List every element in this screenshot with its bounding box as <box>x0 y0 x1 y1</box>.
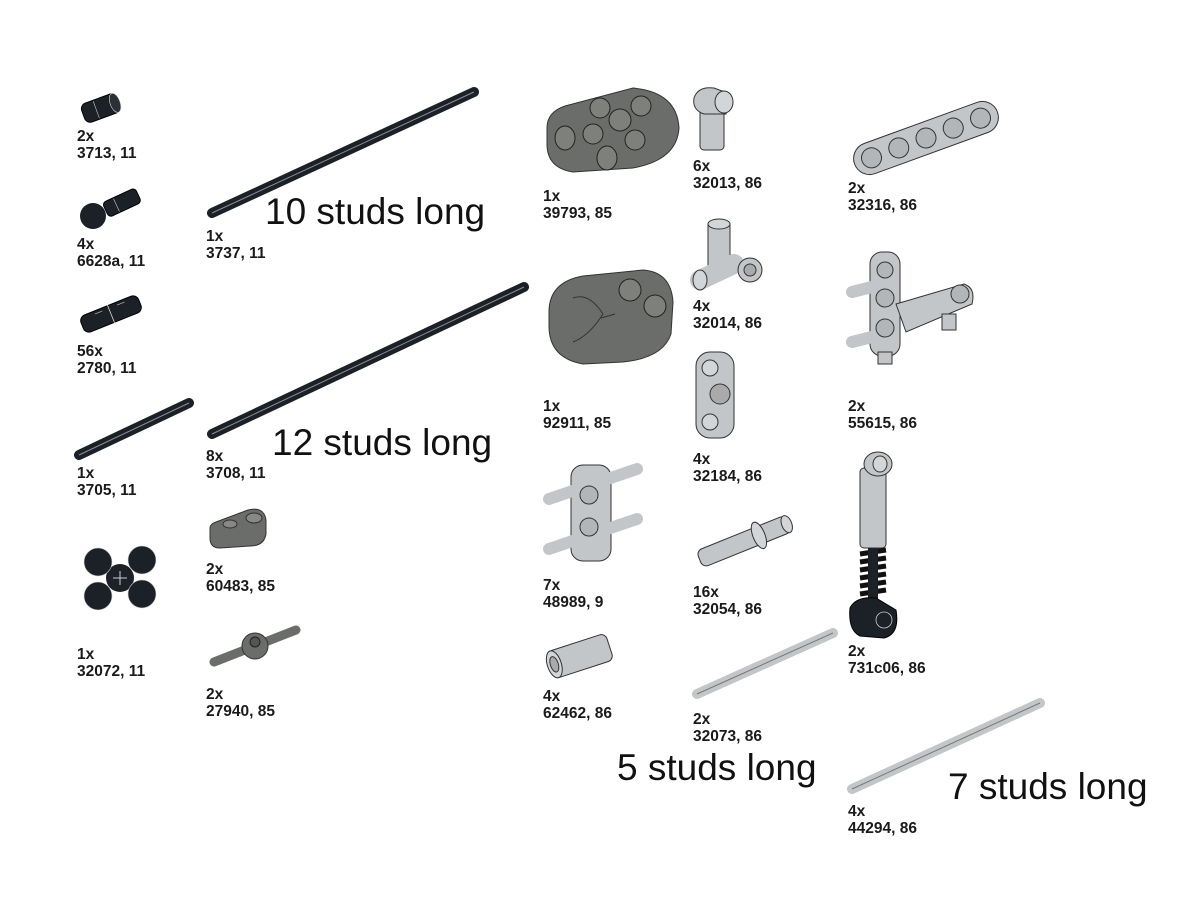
part-code: 3708, 11 <box>206 465 266 482</box>
length-callout-7: 7 studs long <box>948 766 1148 807</box>
part-qty: 2x <box>206 561 224 578</box>
part-code: 3705, 11 <box>77 482 137 499</box>
friction-pin-2780-icon <box>80 295 142 333</box>
part-code: 32184, 86 <box>693 468 762 485</box>
part-code: 32316, 86 <box>848 197 917 214</box>
beam-60483-icon <box>209 508 267 549</box>
part-qty: 2x <box>848 180 866 197</box>
part-code: 6628a, 11 <box>77 253 146 270</box>
ball-axle-27940-icon <box>209 625 301 667</box>
part-code: 32054, 86 <box>693 601 762 618</box>
part-qty: 1x <box>206 228 224 245</box>
part-qty: 4x <box>77 236 95 253</box>
part-code: 27940, 85 <box>206 703 275 720</box>
part-qty: 2x <box>206 686 224 703</box>
part-code: 62462, 86 <box>543 705 612 722</box>
part-code: 3713, 11 <box>77 145 137 162</box>
pin-3713-icon <box>80 93 122 123</box>
part-code: 32013, 86 <box>693 175 762 192</box>
part-qty: 4x <box>693 451 711 468</box>
axle-pin-32054-icon <box>697 515 793 567</box>
length-callout-10: 10 studs long <box>265 191 486 232</box>
connector-hub-32072-icon <box>83 545 157 611</box>
part-code: 32073, 86 <box>693 728 762 745</box>
part-qty: 16x <box>693 584 719 601</box>
part-qty: 4x <box>693 298 711 315</box>
axle-pin-connector-32184-icon <box>695 351 735 439</box>
connector-48989-icon <box>543 463 643 562</box>
part-code: 2780, 11 <box>77 360 137 377</box>
part-qty: 2x <box>77 128 95 145</box>
part-qty: 2x <box>693 711 711 728</box>
part-code: 44294, 86 <box>848 820 917 837</box>
part-code: 32072, 11 <box>77 663 146 680</box>
liftarm-32316-icon <box>853 100 999 176</box>
angle-connector-32014-icon <box>690 218 763 291</box>
length-callout-5: 5 studs long <box>617 747 817 788</box>
part-code: 60483, 85 <box>206 578 275 595</box>
axle-3708-icon <box>207 282 529 439</box>
axle-44294-icon <box>847 698 1045 794</box>
part-code: 32014, 86 <box>693 315 762 332</box>
part-code: 92911, 85 <box>543 415 612 432</box>
length-callout-12: 12 studs long <box>272 422 493 463</box>
part-qty: 1x <box>543 188 561 205</box>
part-qty: 56x <box>77 343 103 360</box>
ball-socket-92911-icon <box>548 269 674 365</box>
part-code: 48989, 9 <box>543 594 604 611</box>
part-code: 39793, 85 <box>543 205 612 222</box>
part-qty: 4x <box>543 688 561 705</box>
part-qty: 1x <box>77 465 95 482</box>
liftarm-55615-icon <box>846 251 974 365</box>
part-qty: 2x <box>848 398 866 415</box>
axle-32073-icon <box>692 628 838 699</box>
axle-3705-icon <box>74 398 194 460</box>
part-code: 55615, 86 <box>848 415 917 432</box>
part-qty: 6x <box>693 158 711 175</box>
axle-3737-icon <box>207 87 479 218</box>
connector-block-39793-icon <box>546 87 680 173</box>
pin-connector-62462-icon <box>545 634 613 679</box>
angle-connector-32013-icon <box>693 87 734 151</box>
part-code: 731c06, 86 <box>848 660 926 677</box>
part-qty: 7x <box>543 577 561 594</box>
part-qty: 4x <box>848 803 866 820</box>
shock-absorber-731c06-icon <box>849 451 898 639</box>
ball-pin-6628a-icon <box>80 188 141 229</box>
part-qty: 2x <box>848 643 866 660</box>
part-qty: 1x <box>77 646 95 663</box>
part-code: 3737, 11 <box>206 245 266 262</box>
part-qty: 1x <box>543 398 561 415</box>
part-qty: 8x <box>206 448 224 465</box>
